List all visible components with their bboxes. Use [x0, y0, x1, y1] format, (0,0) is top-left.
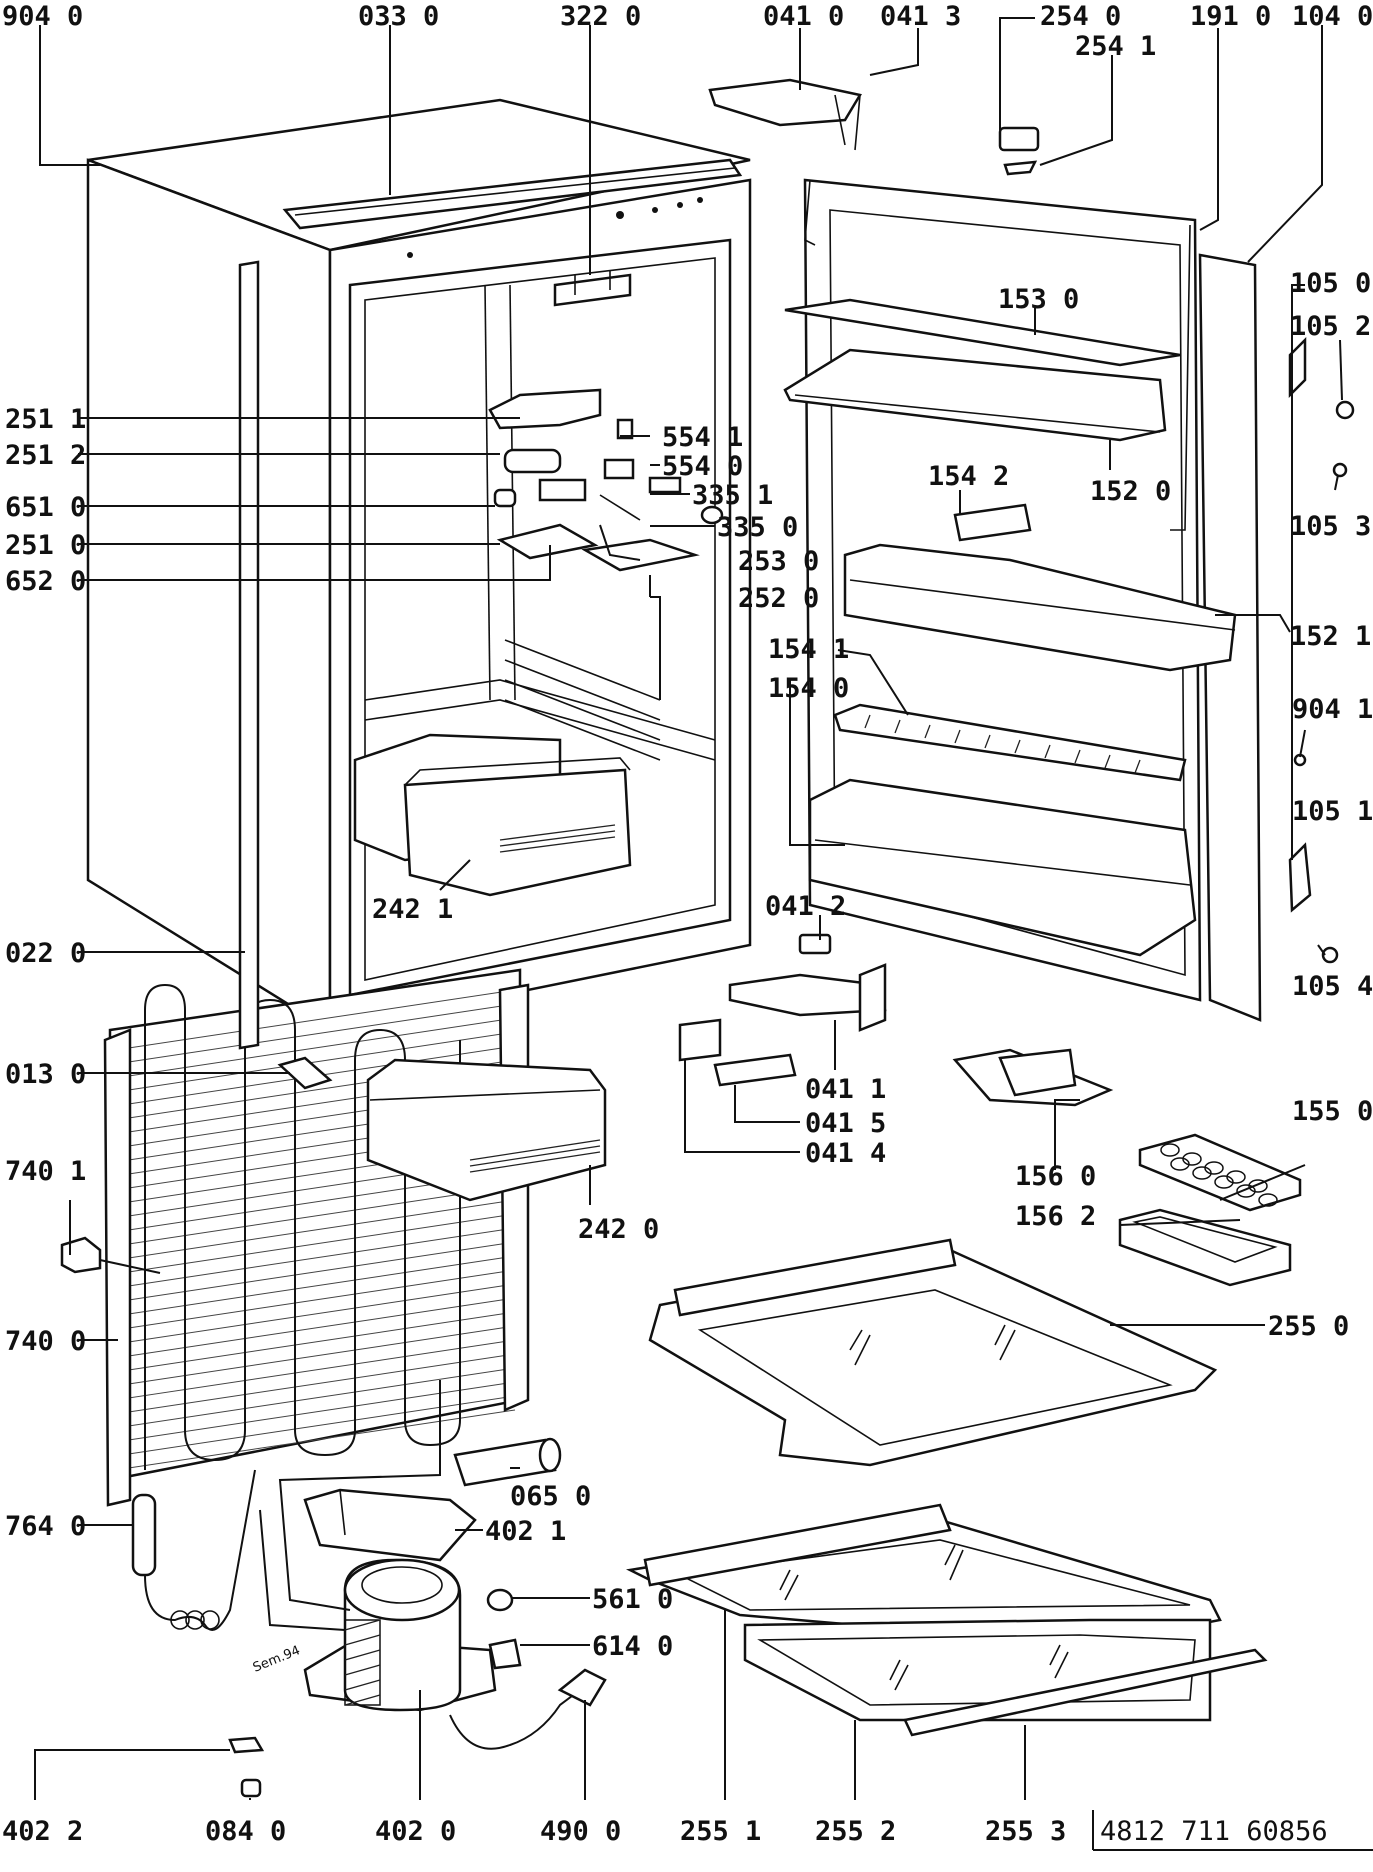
- egg-dent: [1236, 1184, 1256, 1198]
- label-156-0: 156 0: [1015, 1161, 1096, 1192]
- label-651-0: 651 0: [5, 492, 86, 523]
- label-254-1: 254 1: [1075, 31, 1156, 62]
- label-105-2: 105 2: [1290, 311, 1371, 342]
- label-904-1: 904 1: [1292, 694, 1373, 725]
- label-041-3: 041 3: [880, 1, 961, 32]
- label-251-2: 251 2: [5, 440, 86, 471]
- label-155-0: 155 0: [1292, 1096, 1373, 1127]
- label-402-1: 402 1: [485, 1516, 566, 1547]
- label-154-2: 154 2: [928, 461, 1009, 492]
- cabinet: [86, 98, 752, 1033]
- label-904-0: 904 0: [2, 1, 83, 32]
- date-stamp: Sem.94: [251, 1643, 303, 1675]
- label-614-0: 614 0: [592, 1631, 673, 1662]
- lower-hinge-group: [678, 933, 887, 1087]
- label-041-0: 041 0: [763, 1, 844, 32]
- label-322-0: 322 0: [560, 1, 641, 32]
- condenser-fin: [114, 1031, 516, 1093]
- label-561-0: 561 0: [592, 1584, 673, 1615]
- label-154-0: 154 0: [768, 673, 849, 704]
- label-255-0: 255 0: [1268, 1311, 1349, 1342]
- condenser-fin: [114, 1353, 516, 1415]
- label-041-2: 041 2: [765, 891, 846, 922]
- egg-dent: [1160, 1143, 1180, 1157]
- shelves: [625, 1238, 1268, 1737]
- label-554-0: 554 0: [662, 451, 743, 482]
- label-402-0: 402 0: [375, 1816, 456, 1847]
- label-105-3: 105 3: [1290, 511, 1371, 542]
- label-251-0: 251 0: [5, 530, 86, 561]
- condenser-fin: [114, 1227, 516, 1289]
- label-065-0: 065 0: [510, 1481, 591, 1512]
- label-740-0: 740 0: [5, 1326, 86, 1357]
- label-242-1: 242 1: [372, 894, 453, 925]
- label-033-0: 033 0: [358, 1, 439, 32]
- condenser-fin: [114, 1381, 516, 1443]
- label-153-0: 153 0: [998, 284, 1079, 315]
- condenser-fin: [114, 989, 516, 1051]
- leader-lines: [34, 17, 1343, 1800]
- label-255-3: 255 3: [985, 1816, 1066, 1847]
- egg-dent: [1214, 1175, 1234, 1189]
- label-105-1: 105 1: [1292, 796, 1373, 827]
- label-022-0: 022 0: [5, 938, 86, 969]
- label-335-0: 335 0: [717, 512, 798, 543]
- label-104-0: 104 0: [1292, 1, 1373, 32]
- label-191-0: 191 0: [1190, 1, 1271, 32]
- label-041-4: 041 4: [805, 1138, 886, 1169]
- egg-dent: [1170, 1157, 1190, 1171]
- compressor: [131, 1380, 607, 1798]
- label-652-0: 652 0: [5, 566, 86, 597]
- label-402-2: 402 2: [2, 1816, 83, 1847]
- condenser-fin: [114, 1339, 516, 1401]
- egg-dent: [1258, 1193, 1278, 1207]
- label-041-5: 041 5: [805, 1108, 886, 1139]
- condenser-fin: [114, 1255, 516, 1317]
- condenser-fin: [114, 1017, 516, 1079]
- label-084-0: 084 0: [205, 1816, 286, 1847]
- condenser-fin: [114, 1003, 516, 1065]
- condenser-fin: [114, 1199, 516, 1261]
- condenser-fin: [114, 1311, 516, 1373]
- label-156-2: 156 2: [1015, 1201, 1096, 1232]
- condenser-fin: [114, 1409, 516, 1471]
- label-251-1: 251 1: [5, 404, 86, 435]
- label-252-0: 252 0: [738, 583, 819, 614]
- label-740-1: 740 1: [5, 1156, 86, 1187]
- condenser: [60, 260, 607, 1507]
- label-105-4: 105 4: [1292, 971, 1373, 1002]
- label-105-0: 105 0: [1290, 268, 1371, 299]
- label-152-1: 152 1: [1290, 621, 1371, 652]
- accessories: [952, 1048, 1302, 1287]
- condenser-fin: [114, 1283, 516, 1345]
- condenser-fin: [114, 1367, 516, 1429]
- label-335-1: 335 1: [692, 480, 773, 511]
- label-152-0: 152 0: [1090, 476, 1171, 507]
- document-number: 4812 711 60856: [1100, 1816, 1328, 1847]
- condenser-fin: [114, 1297, 516, 1359]
- label-041-1: 041 1: [805, 1074, 886, 1105]
- label-255-2: 255 2: [815, 1816, 896, 1847]
- door: [708, 78, 1355, 1022]
- condenser-fin: [114, 1213, 516, 1275]
- label-154-1: 154 1: [768, 634, 849, 665]
- condenser-fin: [114, 1269, 516, 1331]
- label-255-1: 255 1: [680, 1816, 761, 1847]
- condenser-fin: [114, 1241, 516, 1303]
- document-number-block: 4812 711 60856: [1092, 1810, 1373, 1851]
- label-242-0: 242 0: [578, 1214, 659, 1245]
- label-554-1: 554 1: [662, 422, 743, 453]
- egg-dent: [1192, 1166, 1212, 1180]
- condenser-fin: [114, 1325, 516, 1387]
- label-490-0: 490 0: [540, 1816, 621, 1847]
- label-013-0: 013 0: [5, 1059, 86, 1090]
- label-254-0: 254 0: [1040, 1, 1121, 32]
- label-764-0: 764 0: [5, 1511, 86, 1542]
- condenser-fin: [114, 1395, 516, 1457]
- condenser-fin: [114, 1185, 516, 1247]
- label-253-0: 253 0: [738, 546, 819, 577]
